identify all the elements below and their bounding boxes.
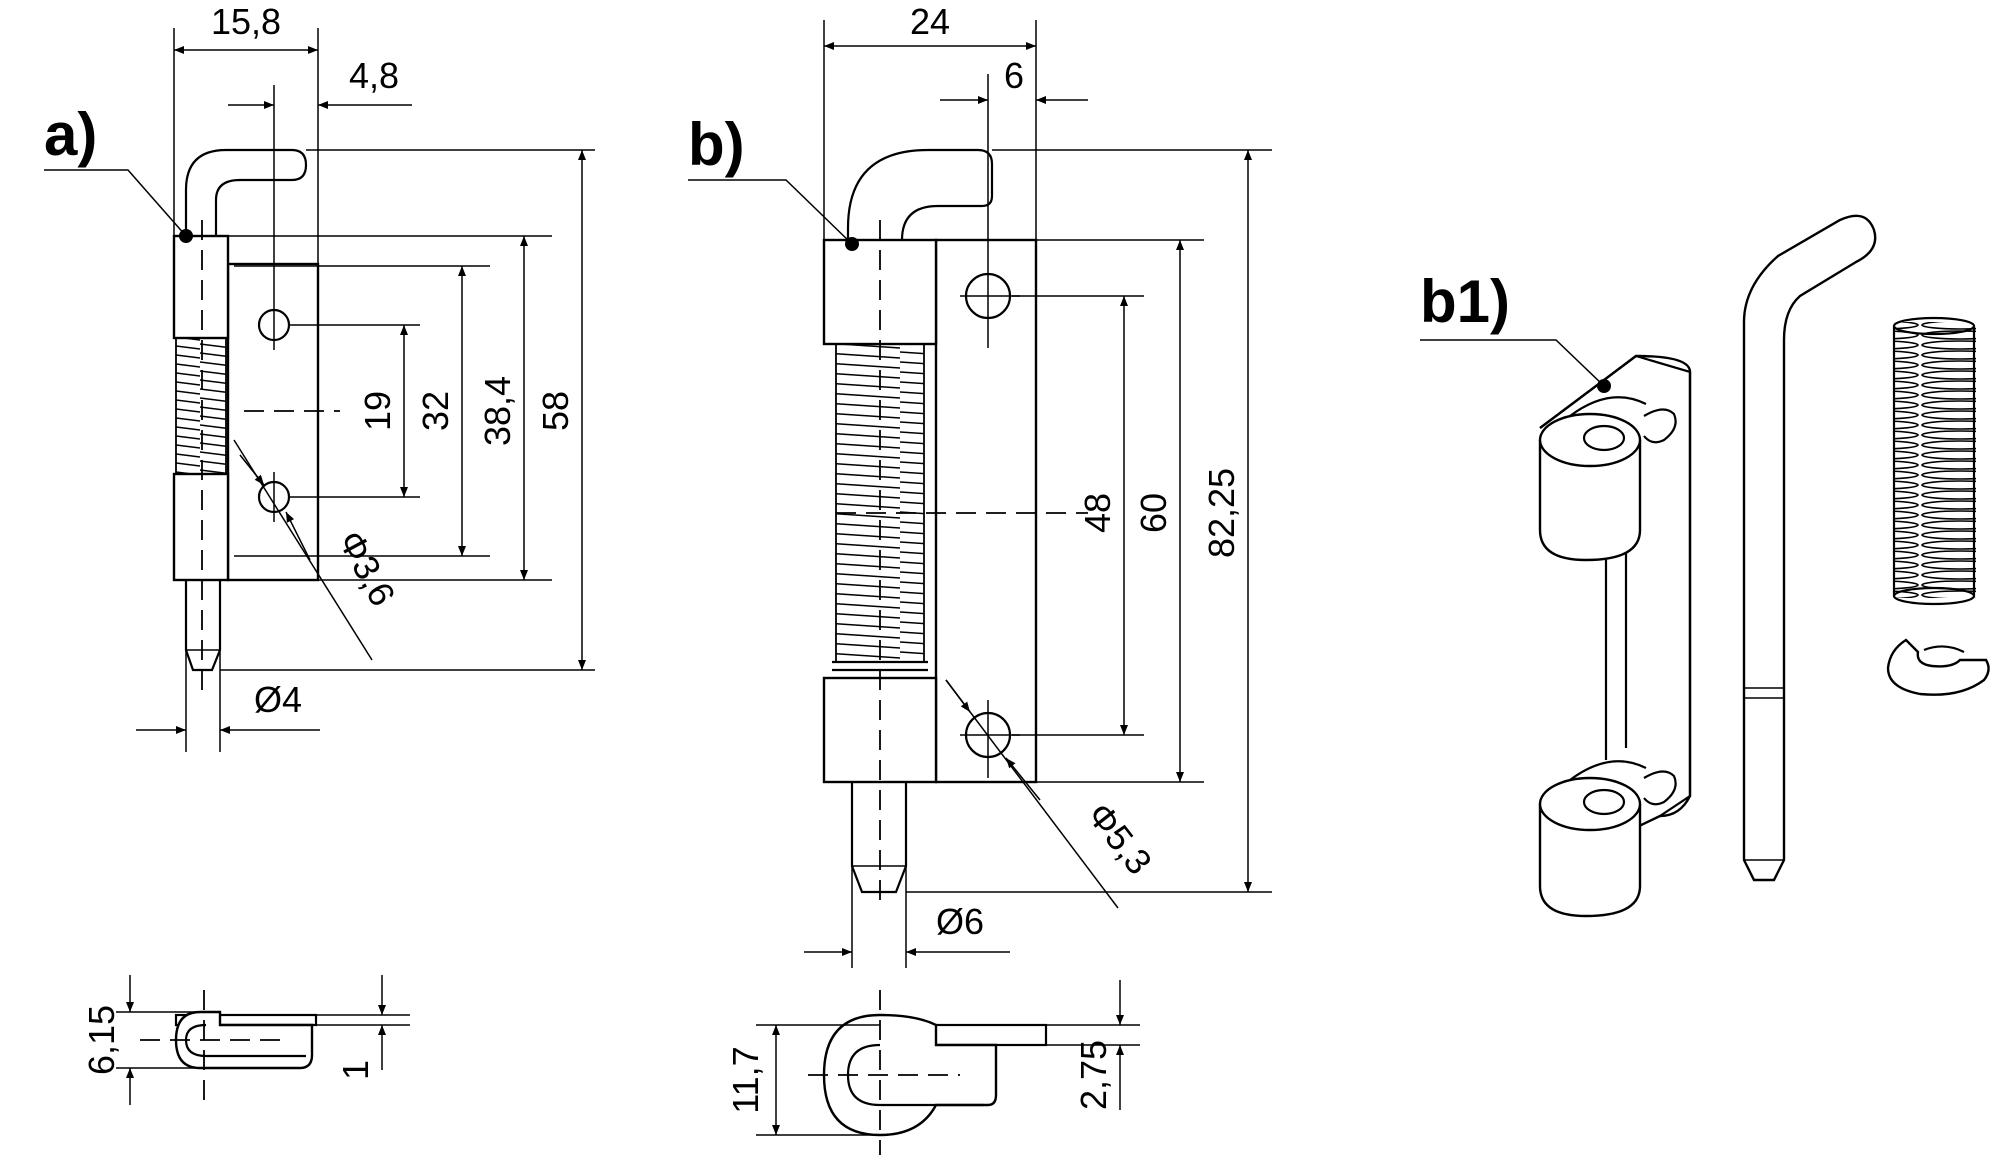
view-b1-retaining-clip <box>1886 638 1990 696</box>
view-a-dim-58: 58 <box>535 391 576 431</box>
view-a-hinge <box>172 148 340 700</box>
view-b-hinge <box>822 148 1088 910</box>
view-a-dimensions: 15,8 4,8 19 32 38,4 58 Φ3,6 <box>136 1 595 752</box>
view-b1-spring <box>1892 316 1976 606</box>
view-a-dim-32: 32 <box>415 391 456 431</box>
view-b-width-total: 24 <box>910 1 950 42</box>
view-b-top-view: 11,7 2,75 <box>725 980 1140 1155</box>
view-b-hole-diameter: Φ5,3 <box>1079 795 1160 882</box>
view-b-dim-48: 48 <box>1077 493 1118 533</box>
label-b1: b1) <box>1420 268 1510 335</box>
view-a-width-total: 15,8 <box>211 1 281 42</box>
view-b1-exploded <box>1538 354 1692 918</box>
view-b-dim-82-25: 82,25 <box>1201 468 1242 558</box>
view-a-top-thickness: 1 <box>335 1060 376 1080</box>
view-a-pin-diameter: Ø4 <box>254 679 302 720</box>
view-b-top-thickness: 2,75 <box>1073 1040 1114 1110</box>
view-a-hole-diameter: Φ3,6 <box>330 524 403 613</box>
view-a-width-right: 4,8 <box>349 55 399 96</box>
view-b-dim-60: 60 <box>1133 493 1174 533</box>
view-a-top-view: 6,15 1 <box>81 975 410 1105</box>
view-b-width-right: 6 <box>1004 55 1024 96</box>
view-a-dim-38-4: 38,4 <box>477 376 518 446</box>
label-b: b) <box>688 111 745 178</box>
label-b-callout: b) <box>688 111 859 251</box>
view-b-top-height: 11,7 <box>725 1046 766 1113</box>
label-a: a) <box>44 101 97 168</box>
label-b1-callout: b1) <box>1420 268 1611 393</box>
view-b1-pin <box>1742 214 1877 882</box>
label-a-callout: a) <box>44 101 193 243</box>
view-a-top-height: 6,15 <box>81 1005 122 1075</box>
view-b-pin-diameter: Ø6 <box>936 901 984 942</box>
view-a-dim-19: 19 <box>357 391 398 431</box>
